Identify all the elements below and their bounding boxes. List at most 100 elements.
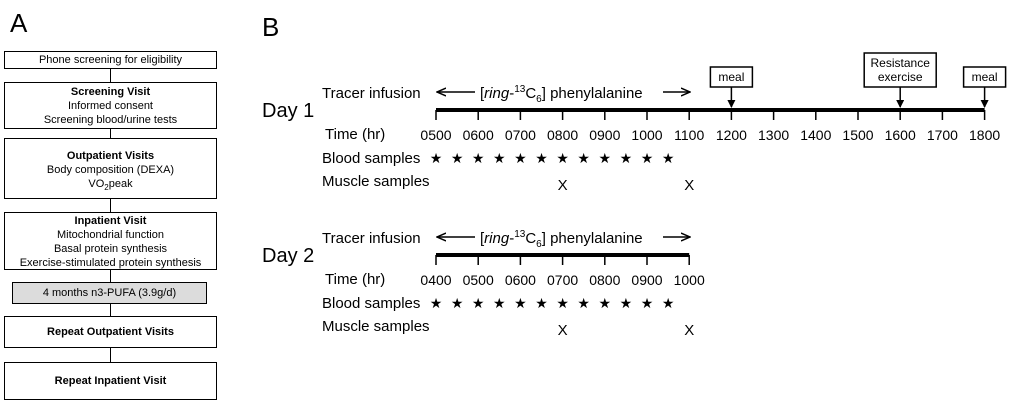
- inpatient-visit-line: Mitochondrial function: [56, 229, 164, 241]
- day1-time-tick-label: 0700: [505, 127, 536, 143]
- day1-time-tick-label: 0600: [463, 127, 494, 143]
- day1-time-tick-label: 0900: [589, 127, 620, 143]
- hyphen: -: [509, 230, 514, 247]
- inpatient-visit-box: Inpatient Visit Mitochondrial function B…: [4, 212, 217, 270]
- bracket-close: ]: [542, 85, 550, 102]
- flow-connector: [110, 198, 111, 212]
- day2-blood-sample-star: ★: [620, 295, 633, 311]
- bracket-open: [: [480, 85, 485, 102]
- day2-blood-sample-star: ★: [451, 295, 464, 311]
- day2-tracer-compound: [ring-13C6] phenylalanine: [480, 229, 643, 250]
- day1-time-tick-label: 1600: [885, 127, 916, 143]
- day2-muscle-sample-x: X: [558, 322, 568, 339]
- inpatient-visit-line: Exercise-stimulated protein synthesis: [19, 257, 202, 269]
- day1-time-tick-label: 1200: [716, 127, 747, 143]
- day1-time-tick-label: 1700: [927, 127, 958, 143]
- day1-time-tick-label: 1000: [631, 127, 662, 143]
- iso-mass: 13: [514, 84, 526, 95]
- inpatient-visit-title: Inpatient Visit: [74, 215, 147, 227]
- ring-text: ring: [484, 85, 510, 102]
- bracket-open: [: [480, 230, 485, 247]
- day2-blood-sample-star: ★: [662, 295, 675, 311]
- day2-blood-sample-star: ★: [514, 295, 527, 311]
- vo2-prefix: VO: [88, 178, 105, 190]
- day1-time-tick-label: 1800: [969, 127, 1000, 143]
- repeat-inpatient-text: Repeat Inpatient Visit: [54, 375, 167, 387]
- day1-blood-sample-star: ★: [599, 150, 612, 166]
- repeat-outpatient-box: Repeat Outpatient Visits: [4, 316, 217, 348]
- flow-connector: [110, 128, 111, 138]
- day1-time-tick-label: 1400: [800, 127, 831, 143]
- hyphen: -: [509, 85, 514, 102]
- day1-blood-sample-star: ★: [430, 150, 443, 166]
- event-label: meal: [972, 70, 998, 84]
- day2-blood-sample-star: ★: [599, 295, 612, 311]
- compound-name: phenylalanine: [550, 230, 643, 247]
- day2-time-tick-label: 0900: [631, 272, 662, 288]
- iso-element: C: [525, 230, 536, 247]
- day2-time-tick-label: 0500: [463, 272, 494, 288]
- day1-blood-sample-star: ★: [556, 150, 569, 166]
- day2-time-tick-label: 0600: [505, 272, 536, 288]
- day2-blood-label: Blood samples: [322, 295, 420, 312]
- repeat-outpatient-text: Repeat Outpatient Visits: [47, 326, 174, 338]
- day1-blood-label: Blood samples: [322, 150, 420, 167]
- iso-element: C: [525, 85, 536, 102]
- day2-tracer-label: Tracer infusion: [322, 230, 421, 247]
- day1-muscle-label: Muscle samples: [322, 173, 430, 190]
- day2-blood-sample-star: ★: [472, 295, 485, 311]
- screening-visit-box: Screening Visit Informed consent Screeni…: [4, 82, 217, 129]
- screening-visit-title: Screening Visit: [70, 86, 151, 98]
- day2-label: Day 2: [262, 245, 314, 267]
- day1-time-tick-label: 1100: [674, 127, 704, 143]
- day1-time-tick-label: 1500: [842, 127, 873, 143]
- day1-time-label: Time (hr): [325, 126, 385, 143]
- day1-blood-sample-star: ★: [662, 150, 675, 166]
- day1-blood-sample-star: ★: [472, 150, 485, 166]
- vo2peak-line: VO2peak: [5, 177, 216, 195]
- day1-blood-sample-star: ★: [641, 150, 654, 166]
- day1-time-tick-label: 1300: [758, 127, 789, 143]
- day1-muscle-sample-x: X: [558, 177, 568, 194]
- flow-connector: [110, 304, 111, 316]
- outpatient-visits-box: Outpatient Visits Body composition (DEXA…: [4, 138, 217, 199]
- event-label: meal: [718, 70, 744, 84]
- outpatient-visits-title: Outpatient Visits: [66, 150, 155, 162]
- day1-blood-sample-star: ★: [577, 150, 590, 166]
- supplement-text: 4 months n3-PUFA (3.9g/d): [42, 287, 177, 299]
- repeat-inpatient-box: Repeat Inpatient Visit: [4, 362, 217, 400]
- supplement-box: 4 months n3-PUFA (3.9g/d): [12, 282, 207, 304]
- bracket-close: ]: [542, 230, 550, 247]
- flow-connector: [110, 270, 111, 282]
- day2-blood-sample-star: ★: [641, 295, 654, 311]
- day2-blood-sample-star: ★: [493, 295, 506, 311]
- screening-visit-line: Informed consent: [68, 100, 153, 112]
- day1-blood-sample-star: ★: [493, 150, 506, 166]
- inpatient-visit-line: Basal protein synthesis: [53, 243, 168, 255]
- day2-blood-sample-star: ★: [556, 295, 569, 311]
- screening-visit-line: Screening blood/urine tests: [43, 114, 178, 126]
- outpatient-visits-line: Body composition (DEXA): [46, 164, 175, 176]
- day1-label: Day 1: [262, 100, 314, 122]
- day1-blood-sample-star: ★: [451, 150, 464, 166]
- day2-muscle-sample-x: X: [684, 322, 694, 339]
- compound-name: phenylalanine: [550, 85, 643, 102]
- day2-time-label: Time (hr): [325, 271, 385, 288]
- day1-tracer-label: Tracer infusion: [322, 85, 421, 102]
- event-label: Resistance: [871, 56, 931, 70]
- flow-connector: [110, 68, 111, 82]
- flow-connector: [110, 348, 111, 362]
- phone-screening-box: Phone screening for eligibility: [4, 51, 217, 69]
- day1-time-tick-label: 0500: [420, 127, 451, 143]
- event-box: [863, 52, 937, 88]
- day2-blood-sample-star: ★: [577, 295, 590, 311]
- day2-time-tick-label: 0700: [547, 272, 578, 288]
- day1-muscle-sample-x: X: [684, 177, 694, 194]
- day1-blood-sample-star: ★: [535, 150, 548, 166]
- day2-time-tick-label: 1000: [674, 272, 705, 288]
- day2-time-tick-label: 0800: [589, 272, 620, 288]
- iso-sub: 6: [536, 239, 542, 250]
- day1-blood-sample-star: ★: [514, 150, 527, 166]
